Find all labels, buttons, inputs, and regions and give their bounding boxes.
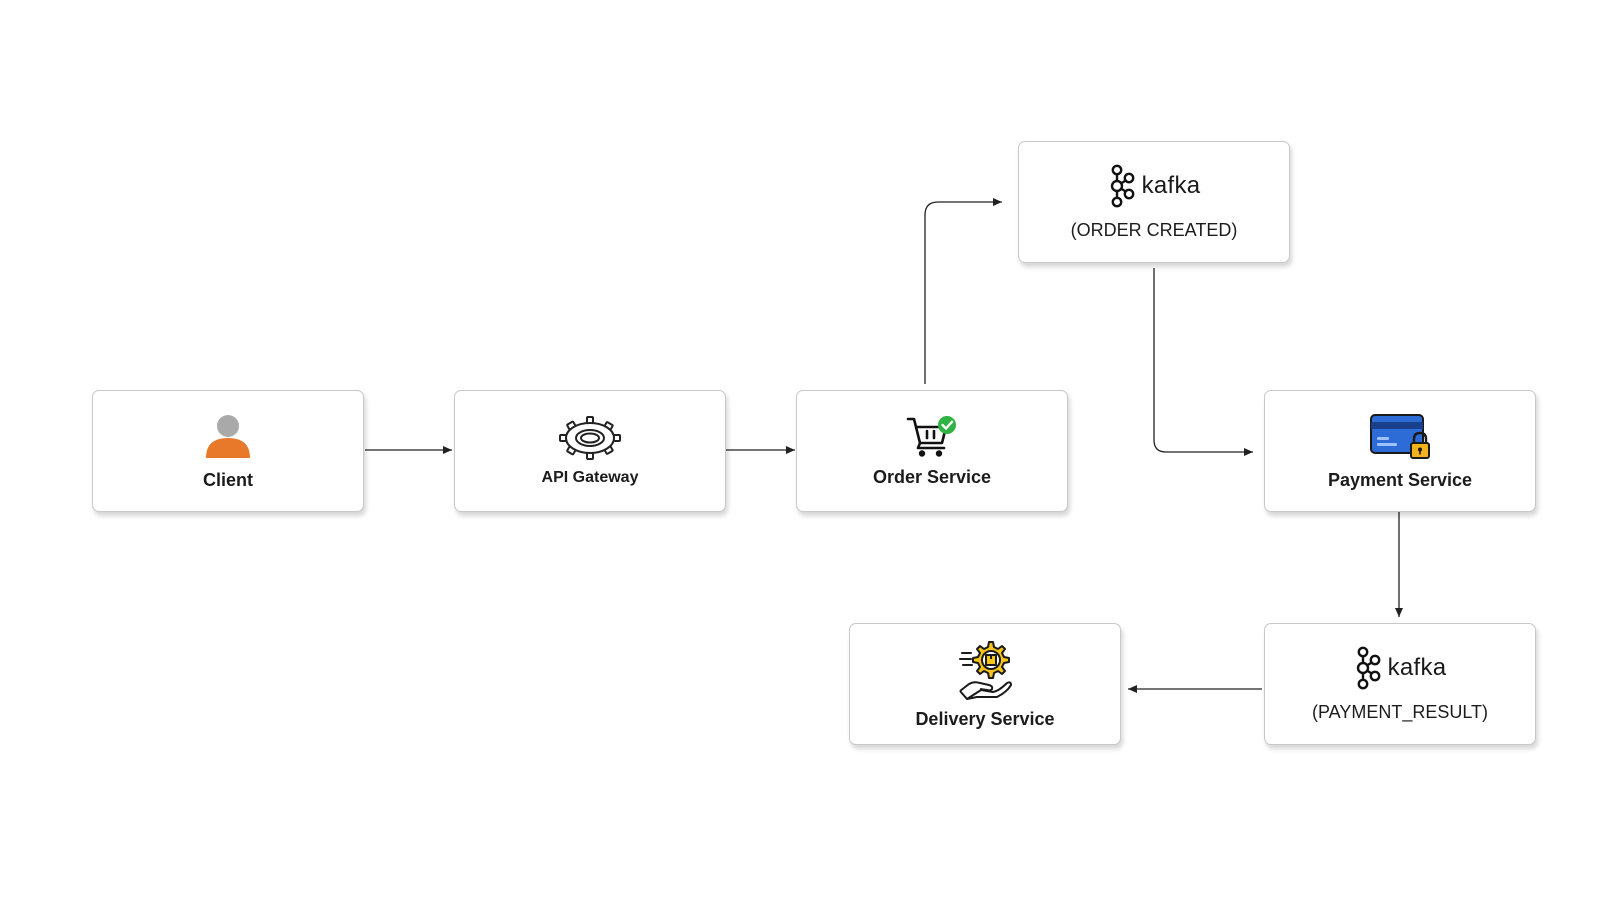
edge-order-service-to-kafka-order-created: [924, 198, 1002, 384]
user-icon: [206, 414, 250, 458]
kafka-logo-icon: [1356, 646, 1380, 689]
kafka-brand: kafka: [1108, 164, 1201, 208]
order-created-topic-label: (ORDER CREATED): [1070, 219, 1238, 240]
kafka-payment-result-node[interactable]: kafka (PAYMENT_RESULT): [1264, 623, 1536, 745]
kafka-logo-icon: [1110, 164, 1134, 207]
kafka-wordmark: kafka: [1387, 653, 1447, 681]
api-gateway-label: API Gateway: [541, 469, 639, 486]
order-service-node[interactable]: Order Service: [796, 390, 1068, 512]
credit-card-lock-icon: [1370, 413, 1430, 459]
cart-check-icon: [906, 415, 956, 457]
delivery-service-node[interactable]: Delivery Service: [849, 623, 1121, 745]
payment-result-topic-label: (PAYMENT_RESULT): [1311, 701, 1489, 722]
delivery-hand-icon: [959, 640, 1012, 700]
order-service-label: Order Service: [872, 466, 992, 487]
kafka-order-created-node[interactable]: kafka (ORDER CREATED): [1018, 141, 1290, 263]
kafka-wordmark: kafka: [1141, 171, 1201, 199]
api-gateway-node[interactable]: API Gateway: [454, 390, 726, 512]
kafka-brand: kafka: [1354, 646, 1447, 690]
edge-kafka-order-created-to-payment-service: [1153, 268, 1253, 456]
delivery-service-label: Delivery Service: [915, 708, 1055, 729]
gear-icon: [559, 416, 621, 460]
payment-service-node[interactable]: Payment Service: [1264, 390, 1536, 512]
client-node[interactable]: Client: [92, 390, 364, 512]
payment-service-label: Payment Service: [1327, 469, 1473, 490]
client-label: Client: [202, 469, 253, 490]
